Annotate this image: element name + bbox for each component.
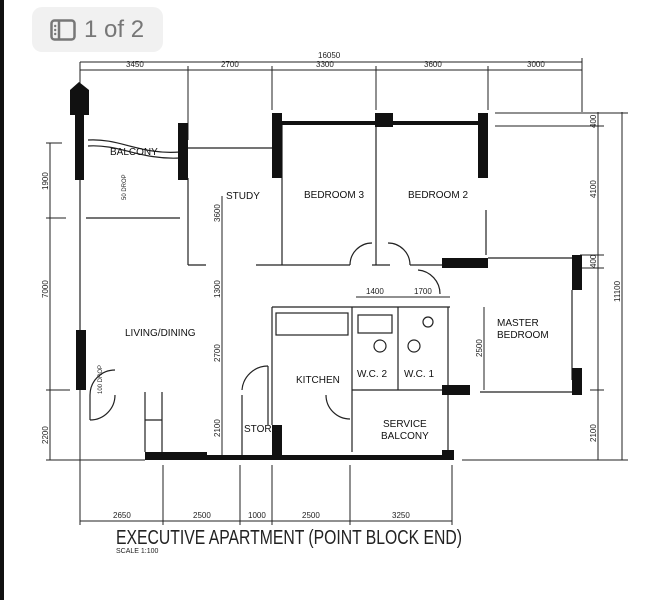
viewer-edge: [0, 0, 4, 600]
room-service-balcony: BALCONY: [381, 431, 429, 442]
room-service-balcony: SERVICE: [383, 419, 427, 430]
room-master-bedroom: BEDROOM: [497, 330, 549, 341]
dim-top: 3300: [316, 60, 334, 69]
dim-inner-top: 1400: [366, 287, 384, 296]
walls-solid: [70, 82, 582, 460]
dim-top: 3600: [424, 60, 442, 69]
drop-note: 50 DROP: [122, 174, 128, 200]
plan-title: EXECUTIVE APARTMENT (POINT BLOCK END): [116, 527, 462, 549]
dim-top: 3000: [527, 60, 545, 69]
dim-bottom: 1000: [248, 511, 266, 520]
room-living-dining: LIVING/DINING: [125, 328, 196, 339]
room-bedroom-3: BEDROOM 3: [304, 190, 364, 201]
dimension-lines: [46, 58, 628, 525]
dim-bottom: 2650: [113, 511, 131, 520]
dim-left: 7000: [41, 280, 50, 298]
plan-scale: SCALE 1:100: [116, 548, 159, 555]
dim-left: 2200: [41, 426, 50, 444]
dim-right: 400: [589, 254, 598, 268]
dim-inner-top: 1700: [414, 287, 432, 296]
dim-top: 3450: [126, 60, 144, 69]
dim-right-total: 11100: [613, 280, 622, 302]
drop-note: 100 DROP: [98, 365, 104, 394]
room-store: STORE: [244, 424, 279, 435]
room-bedroom-2: BEDROOM 2: [408, 190, 468, 201]
page-counter-text: 1 of 2: [84, 15, 145, 43]
dim-right: 400: [589, 114, 598, 128]
dim-bottom: 2500: [302, 511, 320, 520]
dim-inner: 2700: [213, 344, 222, 362]
room-wc-2: W.C. 2: [357, 369, 387, 380]
page-counter-badge[interactable]: 1 of 2: [32, 7, 163, 52]
room-wc-1: W.C. 1: [404, 369, 434, 380]
dim-inner: 1300: [213, 280, 222, 298]
walls-thin: [79, 125, 573, 458]
dim-top: 2700: [221, 60, 239, 69]
dim-master: 2500: [475, 339, 484, 357]
dim-left: 1900: [41, 172, 50, 190]
room-kitchen: KITCHEN: [296, 375, 340, 386]
dim-bottom: 3250: [392, 511, 410, 520]
room-master-bedroom: MASTER: [497, 318, 539, 329]
room-study: STUDY: [226, 191, 260, 202]
dim-total-width: 16050: [318, 51, 341, 60]
dim-right: 4100: [589, 180, 598, 198]
room-balcony: BALCONY: [110, 147, 158, 158]
dim-inner: 3600: [213, 204, 222, 222]
dim-bottom: 2500: [193, 511, 211, 520]
dim-inner: 2100: [213, 419, 222, 437]
dim-right: 2100: [589, 424, 598, 442]
gallery-panel-icon: [50, 18, 76, 41]
